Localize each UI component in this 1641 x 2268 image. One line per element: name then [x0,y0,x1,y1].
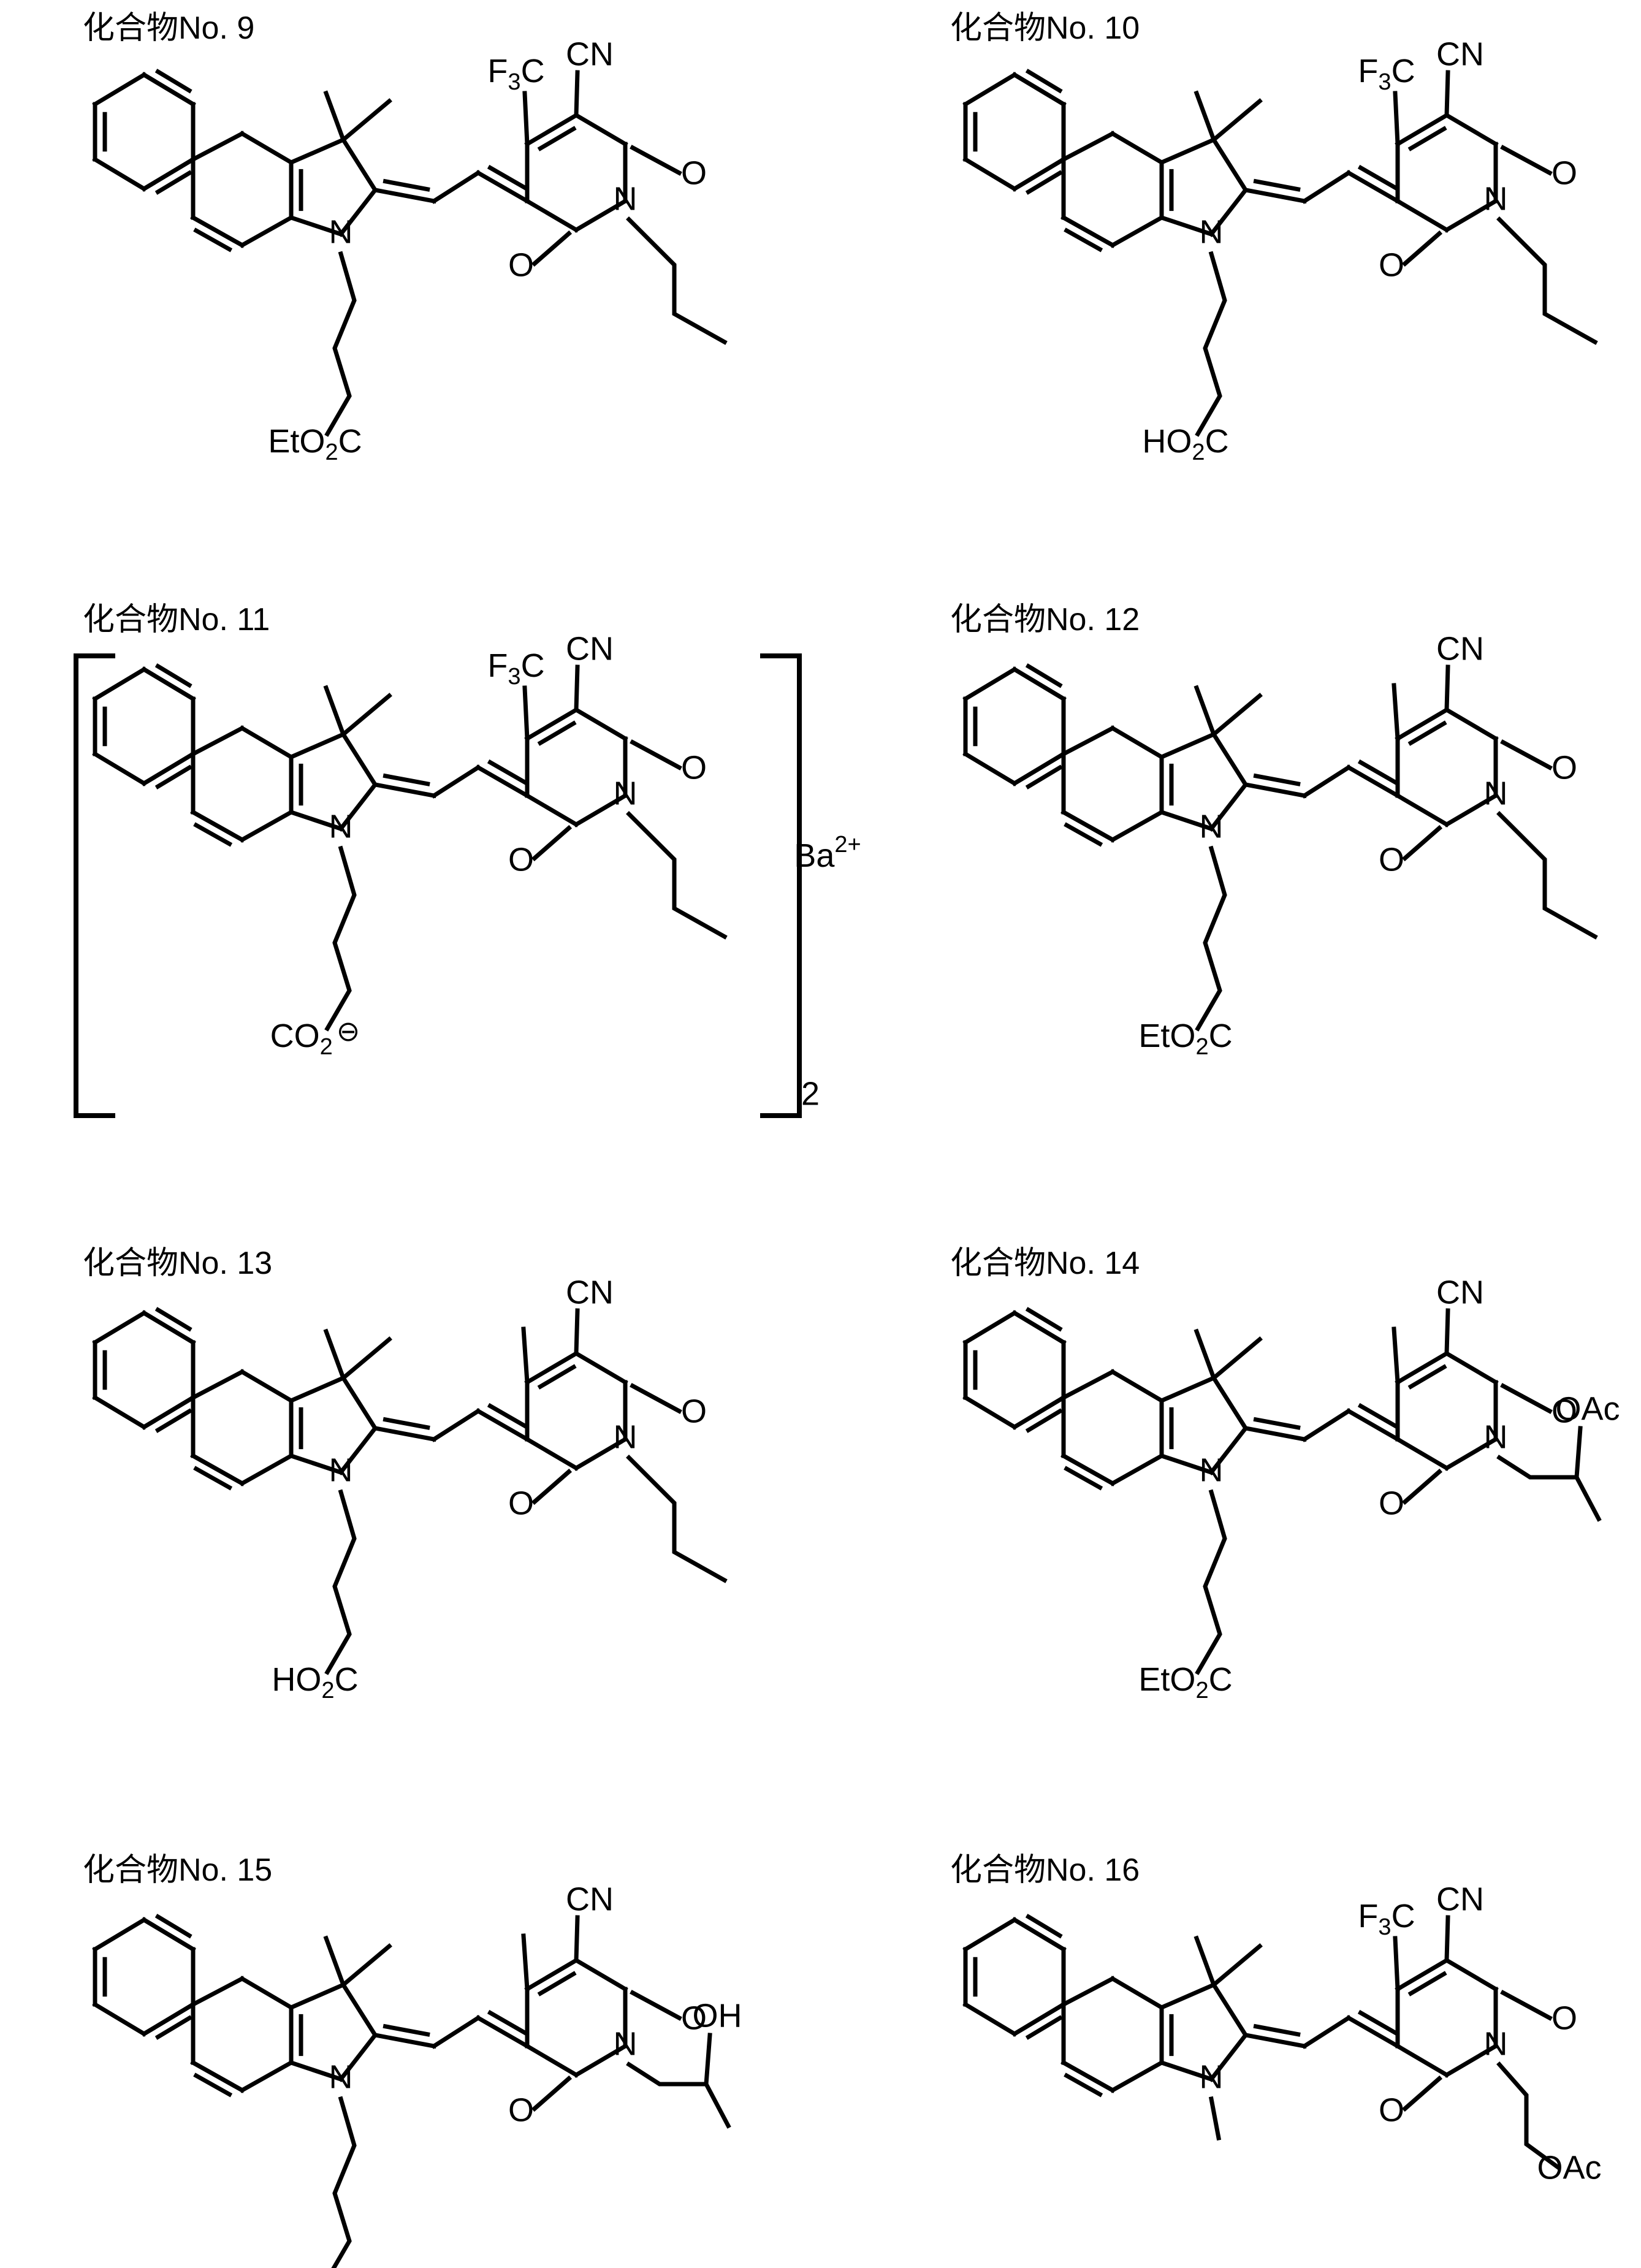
atom-label-oxygen-bottom: O [508,246,534,283]
atom-label-indole-nitrogen: N [1200,1452,1224,1488]
atom-label-indole-nitrogen: N [1200,2058,1224,2095]
structure-drawing: N N O O CN F3C EtO2C [92,36,728,465]
atom-label-oxygen-bottom: O [1379,841,1404,878]
compound-title-c11: 化合物No. 11 [83,602,270,637]
compound-title-c15: 化合物No. 15 [83,1852,273,1888]
atom-label-oxygen-bottom: O [1379,246,1404,283]
atom-label-trifluoromethyl: F3C [1358,53,1415,95]
atom-label-pyridinone-nitrogen: N [1484,180,1508,217]
molecule-skeleton: N N O O CN F3C EtO2C [92,36,728,465]
structure-drawing: NNOOCNOHHO2C [92,1881,742,2268]
atom-label-nitrile: CN [1436,36,1484,72]
atom-label-pyridinone-nitrogen: N [614,180,638,217]
atom-label-oxygen-top: O [1552,1393,1577,1429]
compound-c15: NNOOCNOHHO2C [37,1881,760,2268]
molecule-skeleton: N N O O CN HO2C [92,1274,728,1703]
atom-label-hydroxyl: OH [693,1997,742,2034]
structure-drawing: N N O O CN F3C CO2⊖ 2 Ba2+ [74,630,861,1118]
structure-drawing: N N O O CN F3C OAc [962,1881,1602,2186]
molecule-skeleton: N N O O CN F3C CO2⊖ [92,630,728,1060]
atom-label-indole-nitrogen: N [329,213,353,250]
atom-label-carboxylic-acid: HO2C [1142,423,1228,465]
compound-title-c9: 化合物No. 9 [83,10,255,46]
atom-label-carboxylic-acid: HO2C [272,1661,358,1703]
counterion-label: Ba2+ [794,832,861,874]
compound-title-c16: 化合物No. 16 [950,1852,1140,1888]
compound-c11: N N O O CN F3C CO2⊖ 2 Ba2+ [37,630,907,1195]
atom-label-pyridinone-nitrogen: N [614,2025,638,2062]
atom-label-acetoxy: OAc [1555,1390,1620,1427]
atom-label-trifluoromethyl: F3C [1358,1898,1415,1940]
atom-label-trifluoromethyl: F3C [487,53,544,95]
compound-c12: N N O O CN EtO2C [907,630,1631,1195]
molecule-skeleton: NNOOCNOHHO2C [92,1881,742,2268]
atom-label-oxygen-top: O [1552,154,1577,191]
atom-label-oxygen-top: O [1552,749,1577,786]
structure-drawing: N N O O CN F3C HO2C [962,36,1598,465]
atom-label-oxygen-bottom: O [508,1485,534,1521]
atom-label-indole-nitrogen: N [329,1452,353,1488]
molecule-skeleton: N N O O CN EtO2C [962,630,1598,1060]
compound-c10: N N O O CN F3C HO2C [907,36,1631,601]
atom-label-indole-nitrogen: N [329,2058,353,2095]
atom-label-carboxylate-anion: CO2⊖ [270,1015,360,1060]
atom-label-ethyl-ester: EtO2C [1138,1018,1232,1060]
atom-label-nitrile: CN [1436,1881,1484,1917]
atom-label-nitrile: CN [1436,630,1484,667]
atom-label-oxygen-bottom: O [1379,1485,1404,1521]
atom-label-oxygen-top: O [681,154,707,191]
atom-label-nitrile: CN [566,630,614,667]
compound-title-c14: 化合物No. 14 [950,1246,1140,1281]
atom-label-oxygen-top: O [681,2000,707,2036]
atom-label-oxygen-bottom: O [1379,2091,1404,2128]
atom-label-oxygen-top: O [681,749,707,786]
atom-label-ethyl-ester: EtO2C [1138,1661,1232,1703]
atom-label-oxygen-bottom: O [508,2091,534,2128]
bracket-multiplier: 2 [801,1075,820,1112]
atom-label-nitrile: CN [566,1881,614,1917]
structure-drawing: N N O O CN HO2C [92,1274,728,1703]
molecule-skeleton: N N O O CN F3C HO2C [962,36,1598,465]
compound-c13: N N O O CN HO2C [37,1274,760,1839]
compound-title-c12: 化合物No. 12 [950,602,1140,637]
atom-label-ethyl-ester: EtO2C [268,423,362,465]
atom-label-trifluoromethyl: F3C [487,647,544,690]
atom-label-pyridinone-nitrogen: N [614,1418,638,1455]
atom-label-pyridinone-nitrogen: N [614,775,638,812]
atom-label-pyridinone-nitrogen: N [1484,1418,1508,1455]
salt-bracket: 2 Ba2+ [74,653,861,1118]
atom-label-nitrile: CN [566,1274,614,1311]
molecule-skeleton: N N O O CN F3C OAc [962,1881,1602,2186]
compound-title-c10: 化合物No. 10 [950,10,1140,46]
atom-label-acetoxy: OAc [1537,2149,1601,2186]
atom-label-nitrile: CN [1436,1274,1484,1311]
atom-label-oxygen-top: O [681,1393,707,1429]
structure-drawing: N N O O CN EtO2C [962,630,1598,1060]
atom-label-oxygen-top: O [1552,2000,1577,2036]
atom-label-pyridinone-nitrogen: N [1484,775,1508,812]
atom-label-indole-nitrogen: N [1200,808,1224,845]
atom-label-nitrile: CN [566,36,614,72]
atom-label-indole-nitrogen: N [329,808,353,845]
atom-label-oxygen-bottom: O [508,841,534,878]
compound-c16: N N O O CN F3C OAc [907,1881,1631,2268]
compound-title-c13: 化合物No. 13 [83,1246,273,1281]
atom-label-indole-nitrogen: N [1200,213,1224,250]
atom-label-pyridinone-nitrogen: N [1484,2025,1508,2062]
compound-c9: N N O O CN F3C EtO2C [37,36,760,601]
